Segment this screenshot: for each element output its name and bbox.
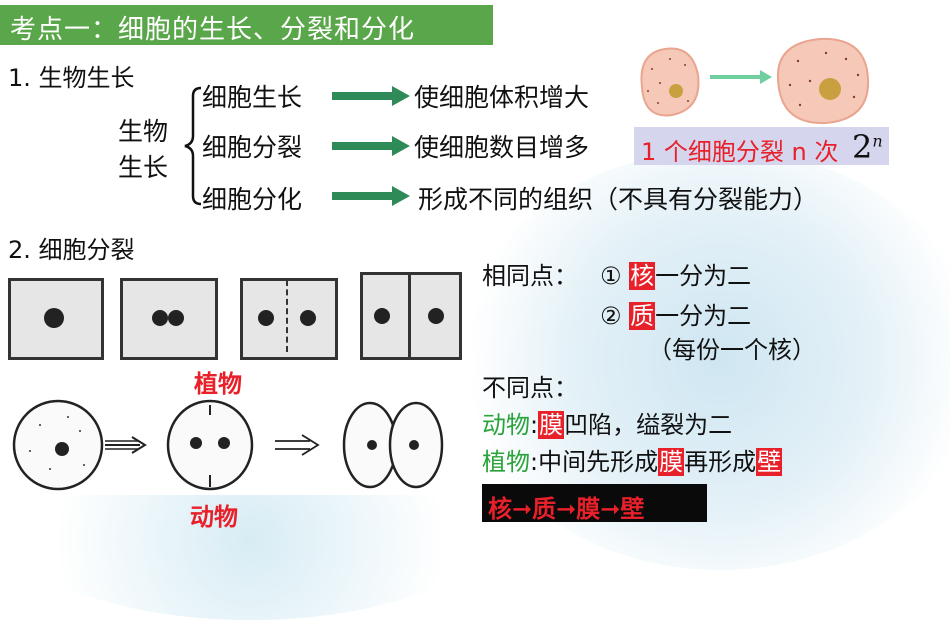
- row-name-growth: 细胞生长: [202, 83, 303, 112]
- arrow-icon: [332, 86, 410, 106]
- key-cytoplasm: 质: [629, 302, 656, 330]
- bracket-icon: [184, 86, 202, 206]
- arrow-icon: [332, 136, 410, 156]
- row-result-growth: 使细胞体积增大: [414, 83, 590, 112]
- animal-division-illustration: [0, 395, 445, 495]
- row-result-differentiation: 形成不同的组织（不具有分裂能力）: [418, 185, 819, 214]
- sequence-text: 核➞质➞膜➞壁: [488, 495, 645, 523]
- key-nucleus: 核: [629, 262, 656, 290]
- same-point-1: ① 核一分为二: [600, 262, 752, 290]
- row-name-differentiation: 细胞分化: [202, 185, 303, 214]
- division-note-box: [634, 127, 889, 165]
- cell-growth-illustration: [640, 37, 870, 125]
- page-title: 考点一：细胞的生长、分裂和分化: [10, 15, 416, 45]
- row-name-division: 细胞分裂: [202, 133, 303, 162]
- side-label-1: 生物: [118, 117, 169, 146]
- arrow-icon: [332, 186, 410, 206]
- animal-label: 动物: [190, 503, 238, 531]
- side-label-2: 生长: [118, 153, 169, 182]
- row-result-division: 使细胞数目增多: [414, 133, 590, 162]
- plant-label: 植物: [194, 370, 242, 398]
- key-membrane: 膜: [658, 448, 685, 476]
- same-point-2: ② 质一分为二: [600, 302, 752, 330]
- key-wall: 壁: [756, 448, 783, 476]
- section1-heading: 1. 生物生长: [8, 64, 135, 92]
- same-points-label: 相同点：: [482, 262, 578, 290]
- title-bar: [0, 5, 493, 45]
- sequence-box: [482, 484, 707, 522]
- diff-animal: 动物:膜凹陷，缢裂为二: [482, 411, 733, 439]
- diff-points-label: 不同点：: [482, 374, 578, 402]
- section2-heading: 2. 细胞分裂: [8, 236, 135, 264]
- key-membrane: 膜: [538, 411, 565, 439]
- division-formula: 2n: [852, 128, 883, 166]
- diff-plant: 植物:中间先形成膜再形成壁: [482, 448, 783, 476]
- same-point-2-note: （每份一个核）: [648, 336, 816, 364]
- division-note: 1 个细胞分裂 n 次: [641, 138, 839, 166]
